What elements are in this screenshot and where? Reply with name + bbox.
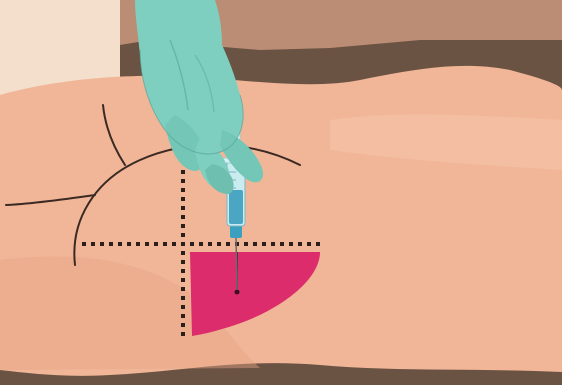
syringe-fluid — [229, 190, 243, 224]
injection-point — [235, 290, 240, 295]
syringe-needle — [236, 235, 237, 290]
